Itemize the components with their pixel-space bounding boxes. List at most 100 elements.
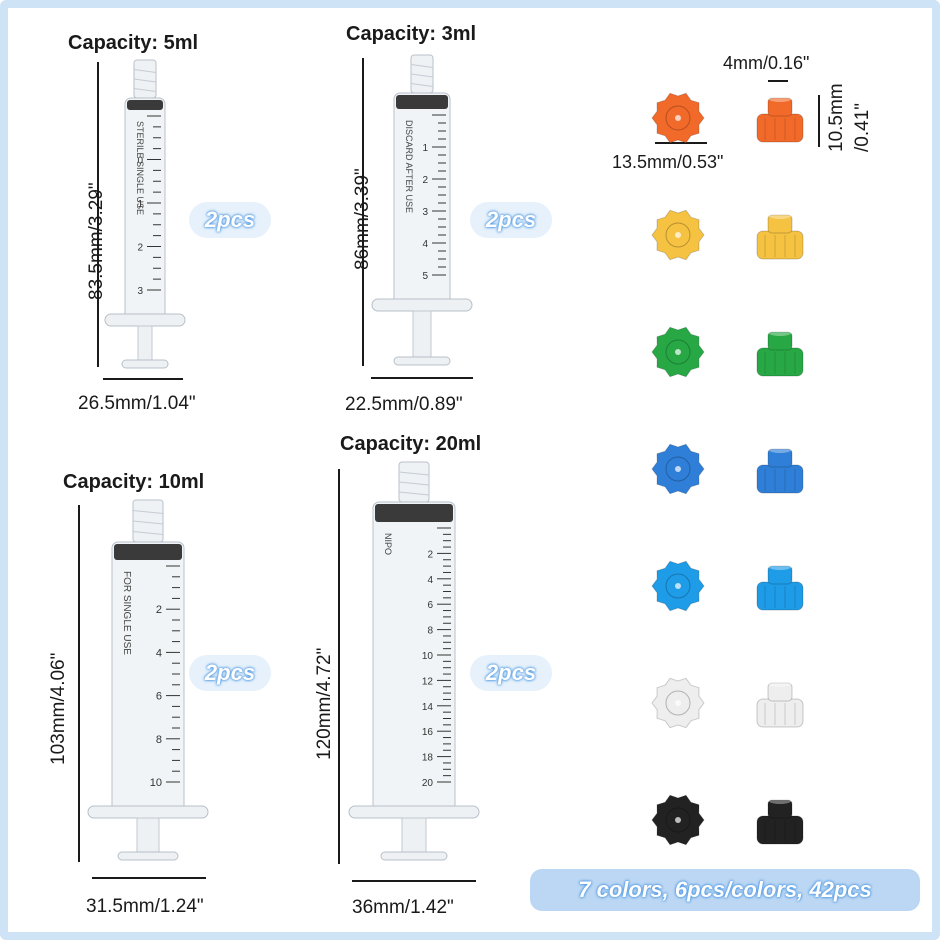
cap-neck-top <box>768 562 792 570</box>
syringe-plunger <box>137 325 153 361</box>
cap-top-width-line <box>768 80 788 82</box>
tip-thread <box>132 520 164 525</box>
graduation-number: 2 <box>422 175 428 186</box>
graduation-number: 10 <box>150 777 162 789</box>
cap-side-view-light-blue <box>756 562 804 611</box>
cap-top-view-white <box>651 677 705 729</box>
capacity-label-3ml: Capacity: 3ml <box>346 23 477 45</box>
graduation-number: 8 <box>156 734 162 746</box>
cap-neck <box>767 799 793 819</box>
syringe-plunger-head <box>380 851 448 861</box>
cap-hole <box>675 349 681 355</box>
cap-hole <box>675 583 681 589</box>
graduation-number: 5 <box>422 271 428 282</box>
footer-badge: 7 colors, 6pcs/colors, 42pcs <box>530 869 920 911</box>
cap-neck <box>767 448 793 468</box>
tip-thread <box>398 491 430 496</box>
syringe-flange <box>348 805 480 819</box>
cap-height-inch-label: /0.41" <box>852 102 873 152</box>
cap-top-view-yellow <box>651 209 705 261</box>
width-line-10ml <box>92 877 206 879</box>
cap-base <box>756 230 804 260</box>
cap-neck-top <box>768 211 792 219</box>
graduation-number: 16 <box>422 727 434 738</box>
tip-thread <box>132 510 164 514</box>
height-line-20ml <box>338 469 340 864</box>
barrel-print: NIPO <box>383 533 393 555</box>
cap-neck-top <box>768 328 792 336</box>
graduation-number: 6 <box>156 691 162 703</box>
cap-top-view-black <box>651 794 705 846</box>
capacity-label-10ml: Capacity: 10ml <box>63 471 205 493</box>
cap-neck <box>767 214 793 234</box>
height-label-10ml: 103mm/4.06" <box>48 652 69 765</box>
syringe-gasket <box>375 504 453 522</box>
graduation-number: 1 <box>422 143 428 154</box>
cap-side-view-green <box>756 328 804 377</box>
tip-thread <box>133 78 157 83</box>
cap-hole <box>675 115 681 121</box>
graduation-number: 6 <box>427 600 433 611</box>
qty-badge-20ml: 2pcs <box>470 655 552 691</box>
cap-hole <box>675 700 681 706</box>
cap-side-view-yellow <box>756 211 804 260</box>
tip-thread <box>132 531 164 535</box>
cap-base <box>756 698 804 728</box>
cap-height-line <box>818 95 820 147</box>
graduation-number: 18 <box>422 753 434 764</box>
cap-neck <box>767 97 793 117</box>
cap-base <box>756 347 804 377</box>
graduation-number: 20 <box>422 778 434 789</box>
graduation-number: 10 <box>422 651 434 662</box>
barrel-print: FOR SINGLE USE <box>121 571 132 655</box>
cap-top-view-blue <box>651 443 705 495</box>
cap-side-view-white <box>756 679 804 728</box>
syringe-plunger <box>401 817 427 853</box>
qty-badge-5ml: 2pcs <box>189 202 271 238</box>
graduation-number: 0 <box>137 156 143 167</box>
barrel-print: DISCARD AFTER USE <box>404 120 414 213</box>
cap-neck-top <box>768 679 792 687</box>
width-label-5ml: 26.5mm/1.04" <box>78 393 196 414</box>
cap-top-view-green <box>651 326 705 378</box>
cap-neck <box>767 682 793 702</box>
graduation-number: 4 <box>156 647 162 659</box>
syringe-plunger <box>412 310 432 358</box>
cap-neck <box>767 331 793 351</box>
cap-neck <box>767 565 793 585</box>
graduation-number: 8 <box>427 626 433 637</box>
cap-hole <box>675 232 681 238</box>
width-label-20ml: 36mm/1.42" <box>352 897 454 918</box>
syringe-gasket <box>396 95 448 109</box>
graduation-number: 2 <box>427 549 433 560</box>
width-label-3ml: 22.5mm/0.89" <box>345 394 463 415</box>
graduation-number: 3 <box>137 286 143 297</box>
graduation-number: 4 <box>427 575 433 586</box>
syringe-gasket <box>114 544 182 560</box>
capacity-label-20ml: Capacity: 20ml <box>340 433 482 455</box>
tip-thread <box>410 83 434 87</box>
cap-base <box>756 815 804 845</box>
graduation-number: 1 <box>137 199 143 210</box>
width-line-20ml <box>352 880 476 882</box>
graduation-number: 3 <box>422 207 428 218</box>
cap-neck-top <box>768 94 792 102</box>
cap-diameter-label: 13.5mm/0.53" <box>612 152 724 172</box>
tip-thread <box>410 73 434 78</box>
syringe-plunger-head <box>117 851 179 861</box>
cap-hole <box>675 817 681 823</box>
syringe-flange <box>104 313 186 327</box>
cap-hole <box>675 466 681 472</box>
cap-side-view-blue <box>756 445 804 494</box>
syringe-plunger-head <box>121 359 169 369</box>
graduation-number: 4 <box>422 239 428 250</box>
graduation-number: 14 <box>422 702 434 713</box>
syringe-plunger-head <box>393 356 451 366</box>
tip-thread <box>133 69 157 73</box>
width-line-5ml <box>103 378 183 380</box>
syringe-gasket <box>127 100 163 110</box>
